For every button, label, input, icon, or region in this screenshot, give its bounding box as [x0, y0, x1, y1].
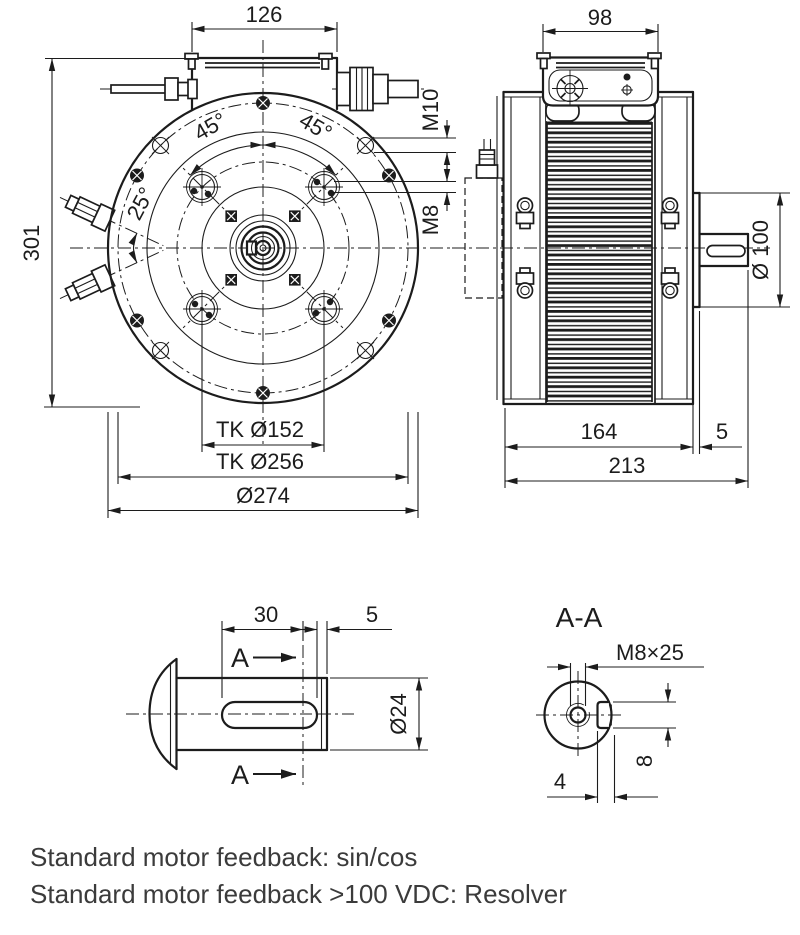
- dim-164: 164: [581, 419, 618, 444]
- section-label-a-top: A: [231, 643, 249, 673]
- keyway-slot: [220, 700, 319, 730]
- label-thread-m10: M10: [418, 89, 443, 132]
- section-markers: A A: [231, 643, 296, 790]
- section-dimensions: M8×25 8 4: [547, 640, 704, 803]
- tk256-holes: [130, 96, 396, 400]
- plug-lower-left: [59, 249, 164, 302]
- dim-m8x25: M8×25: [616, 640, 684, 665]
- dim-5-shaft: 5: [366, 602, 378, 627]
- front-dimensions: 126 301 TK Ø152 TK Ø256 Ø274: [19, 2, 419, 518]
- dim-boss-100: Ø 100: [748, 220, 773, 280]
- front-view: 45° 45° 25° M10 M8 126 301 TK Ø152: [19, 2, 458, 518]
- section-label-a-bottom: A: [231, 760, 249, 790]
- dim-8: 8: [632, 755, 657, 767]
- dim-4: 4: [554, 769, 566, 794]
- dim-plug-angle: 25°: [122, 183, 160, 224]
- notes: Standard motor feedback: sin/cos Standar…: [30, 842, 567, 909]
- housing-body: [496, 90, 695, 406]
- flange-bolts: [515, 197, 680, 299]
- section-geometry: [536, 671, 623, 759]
- shaft-hub: [229, 214, 297, 282]
- section-aa-view: A-A M8×25 8 4: [536, 602, 704, 803]
- dim-angle-right: 45°: [295, 107, 336, 145]
- dim-angle-left: 45°: [190, 107, 231, 145]
- shaft-geometry: [148, 657, 329, 771]
- terminal-box-side: [536, 52, 662, 122]
- label-thread-m8: M8: [418, 205, 443, 236]
- shaft-keyway-side: [706, 244, 746, 258]
- box-small-hole: [621, 84, 633, 96]
- dim-tk152: TK Ø152: [216, 417, 304, 442]
- section-title: A-A: [556, 602, 603, 633]
- box-pin-dot: [623, 73, 631, 81]
- dim-24: Ø24: [386, 693, 411, 735]
- dim-274: Ø274: [236, 483, 290, 508]
- dim-98: 98: [588, 5, 612, 30]
- dim-213: 213: [609, 453, 646, 478]
- hidden-connector-box: [464, 139, 503, 299]
- shaft-detail-view: A A 30 5 Ø24: [126, 602, 428, 790]
- gland-target-mark: [552, 70, 588, 107]
- side-view: 98 Ø 100 164 5 213: [452, 5, 790, 488]
- dim-30: 30: [254, 602, 278, 627]
- cooling-fins: [547, 122, 652, 402]
- shaft-dimensions: 30 5 Ø24: [221, 602, 428, 751]
- cable-gland-connector: [332, 66, 424, 112]
- side-dimensions: 98 Ø 100 164 5 213: [504, 5, 784, 488]
- thread-callouts: M10 M8: [334, 89, 456, 236]
- dim-tk256: TK Ø256: [216, 449, 304, 474]
- note-feedback-standard: Standard motor feedback: sin/cos: [30, 842, 417, 872]
- temperature-probe: [100, 77, 198, 101]
- dim-5-boss: 5: [716, 419, 728, 444]
- shaft-boss: [691, 191, 790, 309]
- dim-301: 301: [19, 225, 44, 262]
- plug-upper-left: [59, 194, 164, 247]
- note-feedback-resolver: Standard motor feedback >100 VDC: Resolv…: [30, 879, 567, 909]
- angle-dim-25: 25°: [122, 183, 160, 264]
- inner-square-holes: [225, 210, 301, 286]
- dim-126: 126: [246, 2, 283, 27]
